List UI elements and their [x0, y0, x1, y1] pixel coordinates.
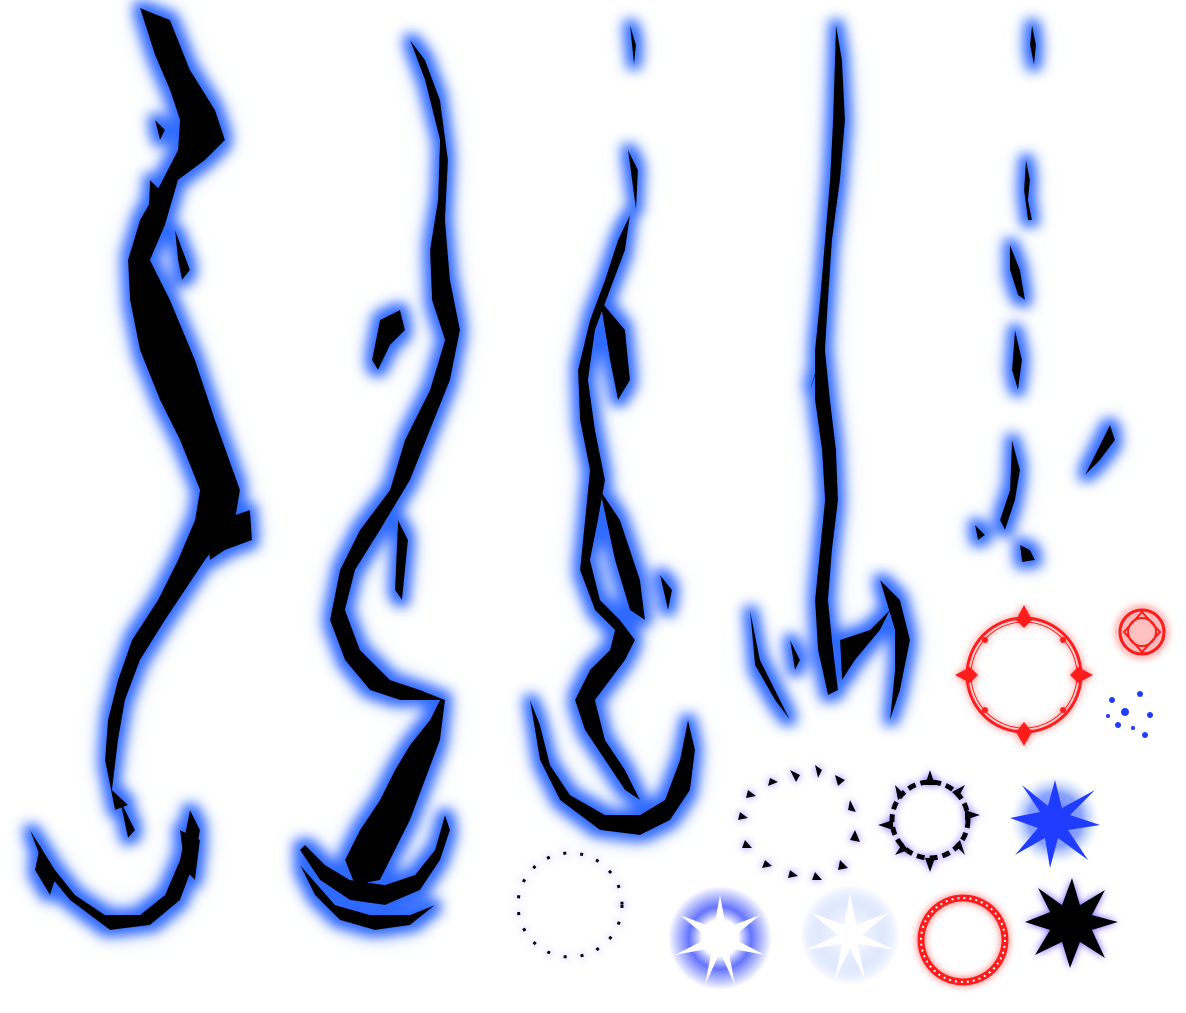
black-starburst[interactable]	[1025, 878, 1118, 968]
soft-white-flash[interactable]	[800, 885, 900, 985]
red-magic-circle-small[interactable]	[1116, 606, 1168, 658]
lightning-bolt-4[interactable]	[750, 25, 910, 720]
lightning-bolt-3[interactable]	[530, 25, 695, 835]
white-blue-flash[interactable]	[668, 886, 772, 990]
dotted-ring[interactable]	[516, 851, 624, 959]
lightning-bolt-1[interactable]	[30, 8, 252, 930]
dark-spark-ring-2[interactable]	[878, 770, 980, 872]
blue-spark-dots[interactable]	[1106, 691, 1153, 738]
dark-spark-ring-1[interactable]	[738, 765, 860, 880]
red-magic-circle-large[interactable]	[955, 605, 1093, 746]
red-rune-ring[interactable]	[917, 894, 1009, 986]
lightning-bolt-2[interactable]	[300, 40, 460, 930]
lightning-bolt-5[interactable]	[975, 25, 1115, 562]
blue-starburst[interactable]	[1010, 775, 1100, 868]
